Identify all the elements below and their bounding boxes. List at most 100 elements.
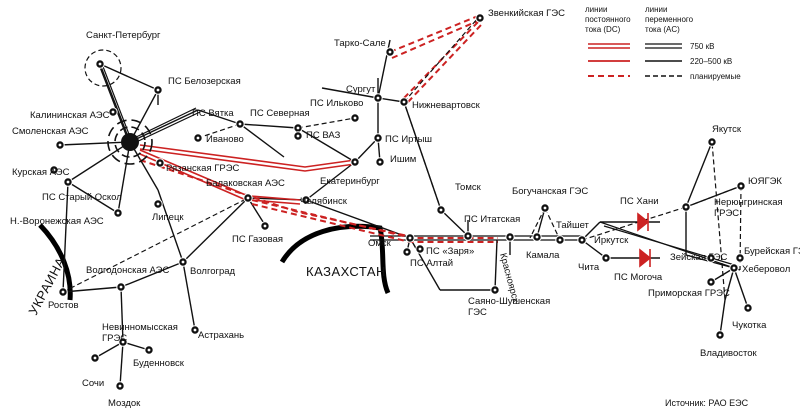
node-core-tayshet: [558, 238, 562, 242]
node-core-ekaterinburg: [353, 160, 357, 164]
moscow-hub: [107, 119, 153, 165]
legend-ac-header-3: тока (AC): [645, 25, 680, 34]
label-vladivostok: Владивосток: [700, 348, 758, 359]
label-khabarovsk: Хеберовол: [742, 264, 790, 275]
legend-ac-header-1: линии: [645, 5, 668, 14]
legend-dc-header-3: тока (DC): [585, 25, 621, 34]
node-core-vyatka: [238, 122, 242, 126]
legend-row-planned: планируемые: [690, 72, 741, 81]
converter-khani: [637, 212, 650, 232]
label-gazovaya: ПС Газовая: [232, 234, 283, 245]
legend: линии постоянного тока (DC) линии переме…: [585, 5, 741, 81]
node-core-surgut: [376, 96, 380, 100]
node-core-astrakhan: [193, 328, 197, 332]
ac-lines-double: [97, 61, 741, 271]
legend-dc-header-2: постоянного: [585, 15, 631, 24]
label-volgograd: Волгоград: [190, 266, 236, 277]
node-core-krasnoyarsk: [508, 235, 512, 239]
label-tayshet: Тайшет: [556, 220, 590, 231]
node-core-primorskaya: [709, 280, 713, 284]
label-rostov: Ростов: [48, 300, 79, 311]
node-core-balakovo: [246, 196, 250, 200]
kazakhstan-label: КАЗАХСТАН: [306, 264, 386, 279]
node-core-spb: [98, 62, 102, 66]
node-core-nevinnomyssk: [121, 340, 125, 344]
spb-ring: [84, 49, 122, 87]
label-mozdok: Моздок: [108, 398, 141, 409]
label-ishim: Ишим: [390, 154, 416, 165]
node-core-starosk: [66, 180, 70, 184]
label-nvoronezh: Н.-Воронежская АЭС: [10, 216, 104, 227]
label-ivanovo: Иваново: [206, 134, 244, 145]
node-core-boguchanskaya: [543, 206, 547, 210]
legend-row-220-500: 220–500 кВ: [690, 57, 732, 66]
node-core-vladivostok: [718, 333, 722, 337]
node-core-zeyskaya: [709, 256, 713, 260]
label-vyatka: ПС Вятка: [192, 108, 234, 119]
label-surgut: Сургут: [346, 84, 376, 95]
label-irkutsk: Иркутск: [594, 235, 629, 246]
legend-dc-header-1: линии: [585, 5, 608, 14]
node-core-sochi: [93, 356, 97, 360]
node-core-zarya: [418, 247, 422, 251]
node-core-khabarovsk: [732, 266, 736, 270]
legend-row-750: 750 кВ: [690, 42, 714, 51]
node-core-kursk: [52, 168, 56, 172]
label-spb: Санкт-Петербург: [86, 30, 161, 41]
nodes-layer: [49, 13, 753, 391]
node-core-omsk: [408, 236, 412, 240]
node-core-budennovsk: [147, 348, 151, 352]
label-volgodonsk: Волгодонская АЭС: [86, 265, 169, 276]
node-core-gazovaya: [263, 224, 267, 228]
label-tomsk: Томск: [455, 182, 482, 193]
node-core-lipetsk: [156, 202, 160, 206]
label-nizhnevartovsk: Нижневартовск: [412, 100, 481, 111]
label-omsk: Омск: [368, 238, 392, 249]
node-core-nizhnevartovsk: [402, 100, 406, 104]
label-kamala: Камала: [526, 250, 560, 261]
node-core-chukotka: [746, 306, 750, 310]
node-core-neryungri: [684, 205, 688, 209]
label-mogocha: ПС Могоча: [614, 272, 663, 283]
node-core-irkutsk: [580, 238, 584, 242]
label-primorskaya: Приморская ГРЭС: [648, 288, 730, 299]
node-core-chita: [604, 256, 608, 260]
node-core-kalinin: [111, 110, 115, 114]
node-core-altay: [405, 250, 409, 254]
label-boguchanskaya: Богучанская ГЭС: [512, 186, 588, 197]
node-core-belozerskaya: [156, 88, 160, 92]
converter-mogocha: [639, 248, 652, 268]
label-itatskaya: ПС Итатская: [464, 214, 520, 225]
label-ryazan: Рязанская ГРЭС: [166, 163, 240, 174]
label-chita: Чита: [578, 262, 600, 273]
node-core-rostov: [61, 290, 65, 294]
label-tarkosale: Тарко-Сале: [334, 38, 386, 49]
node-core-nvoronezh: [116, 211, 120, 215]
node-core-kamala: [535, 235, 539, 239]
label-severnaya: ПС Северная: [250, 108, 310, 119]
label-zarya: ПС «Заря»: [426, 246, 474, 257]
ac-lines-planned: [62, 17, 742, 301]
node-core-severnaya: [296, 126, 300, 130]
label-yakutsk: Якутск: [712, 124, 742, 135]
label-altay: ПС Алтай: [410, 258, 453, 269]
node-core-chelyabinsk: [304, 198, 308, 202]
label-ekaterinburg: Екатеринбург: [320, 176, 380, 187]
node-core-tomsk: [439, 208, 443, 212]
label-lipetsk: Липецк: [152, 212, 184, 223]
kazakhstan-border: [279, 223, 391, 295]
source-note: Источник: РАО ЕЭС: [665, 398, 749, 408]
node-core-sshges: [493, 288, 497, 292]
label-kalinin: Калининская АЭС: [30, 110, 110, 121]
label-smolensk: Смоленская АЭС: [12, 126, 89, 137]
label-chukotka: Чукотка: [732, 320, 767, 331]
label-bureyskaya: Бурейская ГЭС: [744, 246, 800, 257]
label-zeyskaya: Зейская ГЭС: [670, 252, 727, 263]
label-chelyabinsk: Челябинск: [300, 196, 348, 207]
node-core-yakutsk: [710, 140, 714, 144]
